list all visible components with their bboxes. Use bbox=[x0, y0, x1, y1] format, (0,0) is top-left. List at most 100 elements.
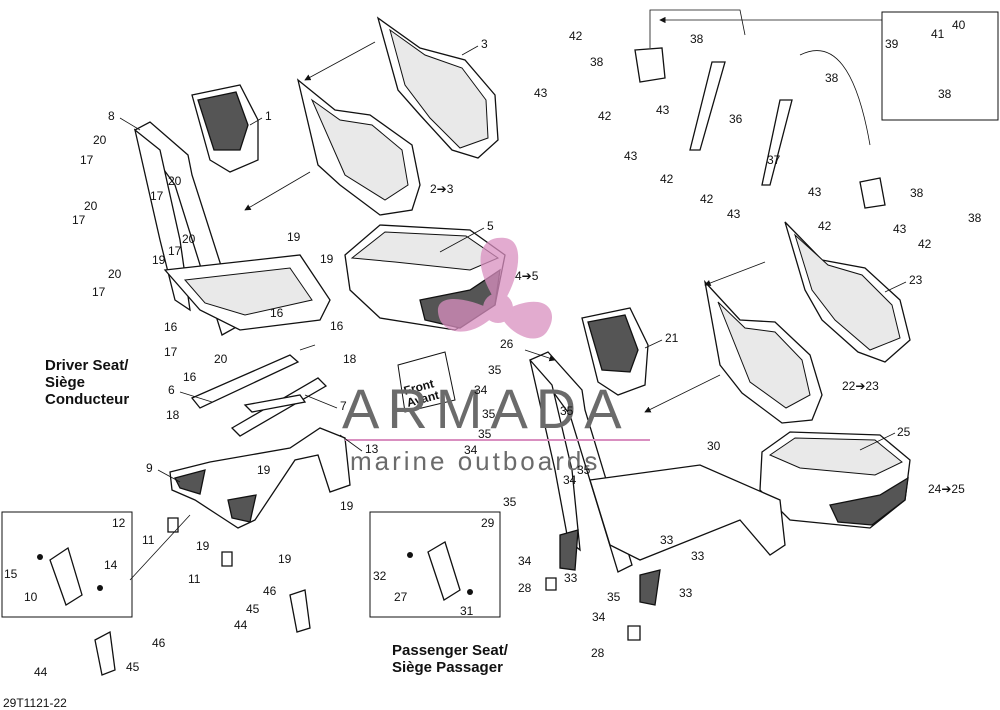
callout-19e: 19 bbox=[340, 499, 354, 513]
callout-20b: 20 bbox=[168, 174, 182, 188]
callout-19d: 19 bbox=[257, 463, 271, 477]
callout-34c: 34 bbox=[563, 473, 577, 487]
callouts: 1 2➔3 3 4➔5 5 6 7 8 9 10 11 11 12 13 14 … bbox=[4, 18, 982, 679]
callout-28b: 28 bbox=[591, 646, 605, 660]
callout-12: 12 bbox=[112, 516, 126, 530]
callout-16a: 16 bbox=[164, 320, 178, 334]
callout-14: 14 bbox=[104, 558, 118, 572]
callout-38e: 38 bbox=[938, 87, 952, 101]
callout-41: 41 bbox=[931, 27, 945, 41]
callout-33d: 33 bbox=[679, 586, 693, 600]
callout-16b: 16 bbox=[183, 370, 197, 384]
callout-35b: 35 bbox=[482, 407, 496, 421]
passenger-seat-caption-line2: Siège Passager bbox=[392, 659, 503, 676]
callout-39: 39 bbox=[885, 37, 899, 51]
callout-42c: 42 bbox=[660, 172, 674, 186]
callout-35a: 35 bbox=[488, 363, 502, 377]
callout-19f: 19 bbox=[196, 539, 210, 553]
callout-38c: 38 bbox=[825, 71, 839, 85]
callout-35e: 35 bbox=[577, 463, 591, 477]
callout-2to3: 2➔3 bbox=[430, 182, 454, 196]
callout-24to25: 24➔25 bbox=[928, 482, 965, 496]
callout-25: 25 bbox=[897, 425, 911, 439]
callout-15: 15 bbox=[4, 567, 18, 581]
callout-6: 6 bbox=[168, 383, 175, 397]
callout-21: 21 bbox=[665, 331, 679, 345]
callout-45b: 45 bbox=[126, 660, 140, 674]
seat-slide-rails-part[interactable] bbox=[190, 344, 328, 437]
callout-44a: 44 bbox=[234, 618, 248, 632]
callout-43b: 43 bbox=[656, 103, 670, 117]
callout-32: 32 bbox=[373, 569, 387, 583]
driver-seat-frame-part[interactable] bbox=[133, 121, 331, 336]
callout-42f: 42 bbox=[918, 237, 932, 251]
watermark-tagline: marine outboards bbox=[350, 446, 600, 476]
callout-22to23: 22➔23 bbox=[842, 379, 879, 393]
callout-43d: 43 bbox=[727, 207, 741, 221]
driver-seat-caption-line1: Driver Seat/ bbox=[45, 357, 129, 374]
callout-17d: 17 bbox=[168, 244, 182, 258]
driver-seat-back-part[interactable] bbox=[296, 16, 499, 216]
callout-11b: 11 bbox=[188, 572, 201, 586]
passenger-seat-cushion-part[interactable] bbox=[759, 431, 911, 529]
callout-35f: 35 bbox=[503, 495, 517, 509]
callout-34d: 34 bbox=[518, 554, 532, 568]
callout-34b: 34 bbox=[464, 443, 478, 457]
callout-38d: 38 bbox=[910, 186, 924, 200]
passenger-hinge-detail-box bbox=[369, 511, 501, 618]
callout-42b: 42 bbox=[598, 109, 612, 123]
callout-28a: 28 bbox=[518, 581, 532, 595]
callout-17b: 17 bbox=[72, 213, 86, 227]
callout-35d: 35 bbox=[560, 404, 574, 418]
callout-44b: 44 bbox=[34, 665, 48, 679]
callout-19c: 19 bbox=[152, 253, 166, 267]
passenger-headrest-part[interactable] bbox=[581, 307, 649, 396]
callout-17a: 17 bbox=[80, 153, 94, 167]
armada-watermark: ARMADA marine outboards bbox=[342, 237, 650, 476]
callout-42d: 42 bbox=[700, 192, 714, 206]
callout-17c: 17 bbox=[150, 189, 164, 203]
latch-detail-box bbox=[881, 11, 999, 121]
callout-29: 29 bbox=[481, 516, 495, 530]
driver-hinge-detail-box bbox=[1, 511, 133, 618]
callout-19b: 19 bbox=[320, 252, 334, 266]
callout-20d: 20 bbox=[182, 232, 196, 246]
callout-43c: 43 bbox=[624, 149, 638, 163]
callout-20c: 20 bbox=[84, 199, 98, 213]
callout-43a: 43 bbox=[534, 86, 548, 100]
callout-23: 23 bbox=[909, 273, 923, 287]
passenger-seat-caption-line1: Passenger Seat/ bbox=[392, 642, 509, 659]
hardware-items bbox=[94, 517, 641, 676]
callout-43f: 43 bbox=[893, 222, 907, 236]
callout-31: 31 bbox=[460, 604, 474, 618]
passenger-seat-back-part[interactable] bbox=[703, 221, 911, 424]
callout-26: 26 bbox=[500, 337, 514, 351]
front-direction-arrow: Front Avant bbox=[397, 351, 456, 413]
driver-seat-base-part[interactable] bbox=[169, 427, 351, 529]
driver-headrest-part[interactable] bbox=[191, 84, 259, 173]
callout-34e: 34 bbox=[592, 610, 606, 624]
reference-code: 29T1121-22 bbox=[3, 696, 67, 710]
callout-33a: 33 bbox=[660, 533, 674, 547]
passenger-seat-frame-part[interactable] bbox=[529, 351, 786, 606]
callout-33b: 33 bbox=[691, 549, 705, 563]
callout-7: 7 bbox=[340, 399, 347, 413]
callout-37: 37 bbox=[767, 153, 781, 167]
driver-seat-caption-line2: Siège bbox=[45, 374, 85, 391]
callout-16d: 16 bbox=[330, 319, 344, 333]
callout-11a: 11 bbox=[142, 533, 155, 547]
callout-45a: 45 bbox=[246, 602, 260, 616]
callout-9: 9 bbox=[146, 461, 153, 475]
callout-42a: 42 bbox=[569, 29, 583, 43]
callout-38a: 38 bbox=[590, 55, 604, 69]
callout-33c: 33 bbox=[564, 571, 578, 585]
callout-19g: 19 bbox=[278, 552, 292, 566]
watermark-name: ARMADA bbox=[342, 377, 630, 440]
callout-38b: 38 bbox=[690, 32, 704, 46]
callout-35c: 35 bbox=[478, 427, 492, 441]
callout-20e: 20 bbox=[108, 267, 122, 281]
callout-36: 36 bbox=[729, 112, 743, 126]
callout-42e: 42 bbox=[818, 219, 832, 233]
callout-35g: 35 bbox=[607, 590, 621, 604]
